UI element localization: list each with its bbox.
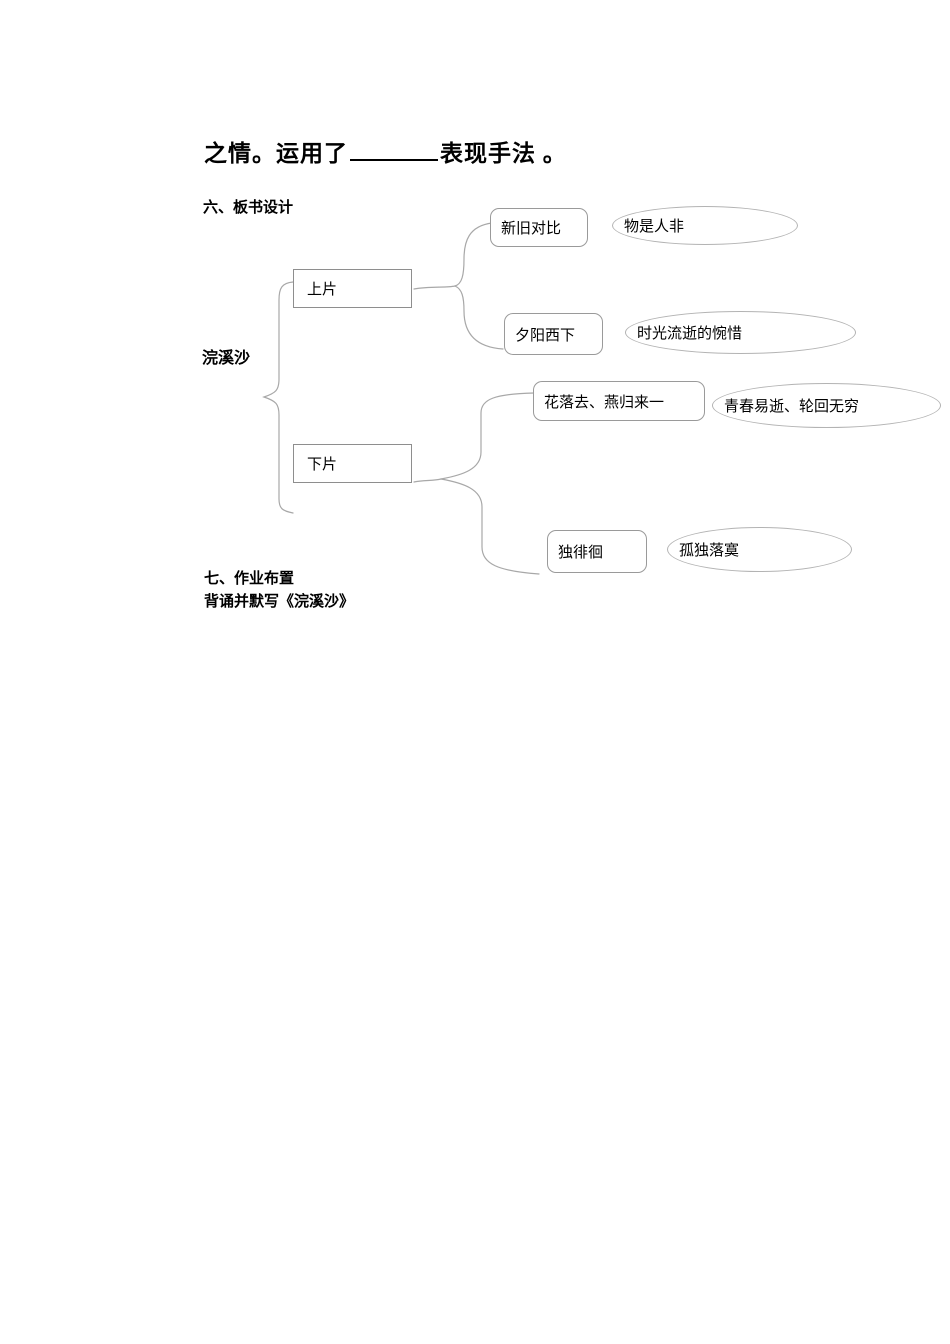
- root-brace: [262, 281, 294, 514]
- fill-in-blank-sentence: 之情。运用了 表现手法 。: [204, 134, 567, 168]
- upper-branch-to-box2: [454, 285, 504, 350]
- homework-heading: 七、作业布置: [204, 570, 295, 587]
- diagram-root-label: 浣溪沙: [202, 350, 251, 367]
- note-regret-of-passing-time: 时光流逝的惋惜: [625, 311, 856, 354]
- lower-branch-to-box1: [440, 392, 535, 480]
- lower-branch-stem: [413, 478, 442, 483]
- homework-text: 背诵并默写《浣溪沙》: [204, 593, 355, 610]
- homework-section: 七、作业布置 背诵并默写《浣溪沙》: [204, 567, 354, 613]
- node-flowers-fall-swallows-return: 花落去、燕归来一: [533, 381, 705, 421]
- node-pacing-alone: 独徘徊: [547, 530, 647, 573]
- note-things-same-people-changed: 物是人非: [612, 206, 798, 245]
- lower-branch-to-box2: [440, 478, 540, 575]
- node-upper-stanza: 上片: [293, 269, 412, 308]
- upper-branch-to-box1: [454, 222, 493, 287]
- upper-branch-stem: [413, 285, 456, 290]
- note-lonely-desolate: 孤独落寞: [667, 527, 852, 572]
- board-design-heading: 六、板书设计: [203, 199, 294, 216]
- node-old-vs-new: 新旧对比: [490, 208, 588, 247]
- blank-underline: [350, 139, 438, 161]
- sentence-before-blank: 之情。运用了: [204, 141, 348, 166]
- node-sunset: 夕阳西下: [504, 313, 603, 355]
- node-lower-stanza: 下片: [293, 444, 412, 483]
- note-youth-fades-cycle-endless: 青春易逝、轮回无穷: [712, 383, 941, 428]
- sentence-after-blank: 表现手法 。: [440, 141, 567, 166]
